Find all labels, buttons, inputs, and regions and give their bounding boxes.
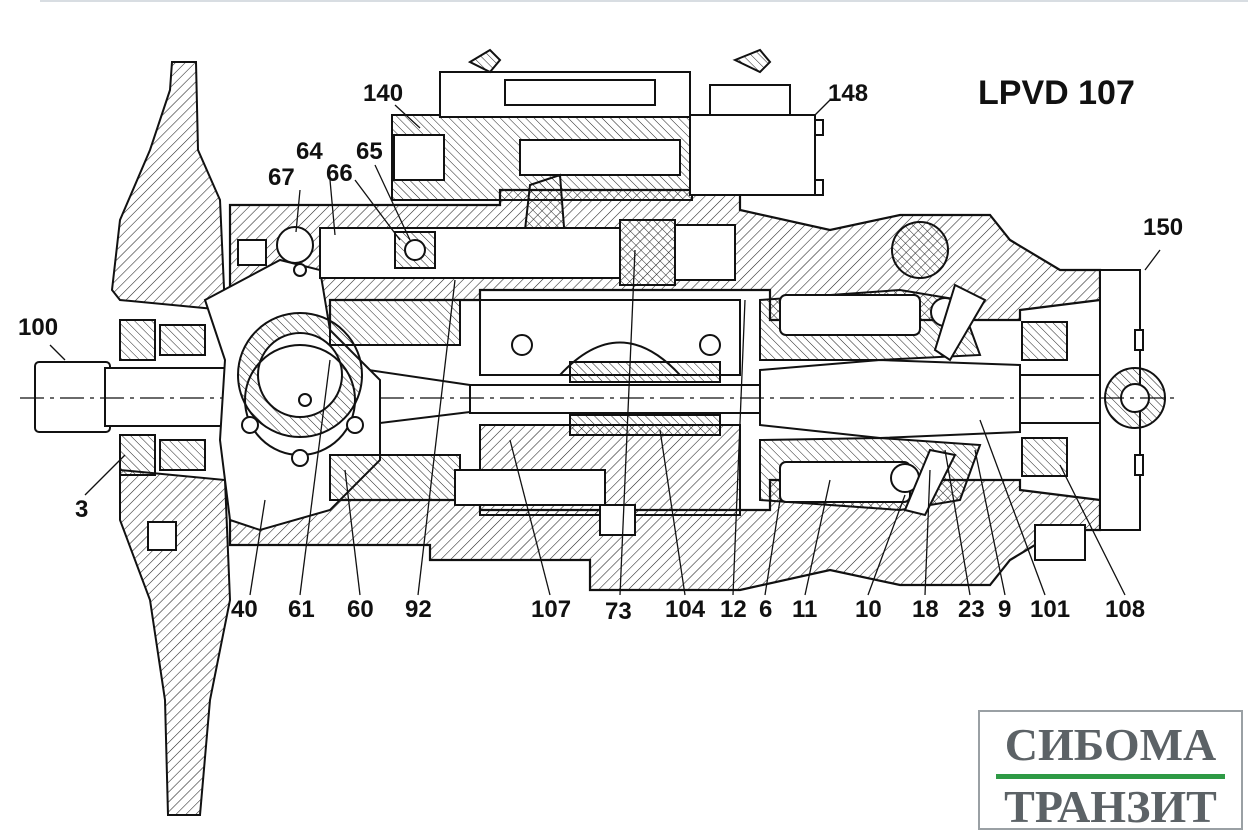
label-100: 100 [18, 314, 59, 341]
label-67: 67 [268, 164, 295, 191]
label-6: 6 [759, 596, 773, 623]
rear-bearings [1021, 321, 1068, 477]
coupling-sleeve [569, 361, 721, 436]
logo-line-1: СИБОМА [1004, 719, 1217, 770]
label-3: 3 [75, 496, 89, 523]
label-40: 40 [231, 596, 258, 623]
mounting-flange [110, 61, 232, 816]
top-border-line [40, 0, 1248, 2]
label-18: 18 [912, 596, 939, 623]
label-66: 66 [326, 160, 353, 187]
solenoid-148 [689, 84, 824, 196]
label-11: 11 [792, 596, 818, 623]
label-108: 108 [1105, 596, 1146, 623]
label-9: 9 [998, 596, 1012, 623]
leader-lines [49, 99, 1161, 596]
servo-piston [319, 219, 736, 286]
label-107: 107 [531, 596, 572, 623]
fasteners [147, 239, 1086, 561]
front-bearings [119, 319, 206, 476]
label-23: 23 [958, 596, 985, 623]
company-logo: СИБОМА ТРАНЗИТ [978, 710, 1243, 832]
label-104: 104 [665, 596, 706, 623]
diagram-title: LPVD 107 [978, 74, 1135, 112]
label-12: 12 [720, 596, 747, 623]
label-92: 92 [405, 596, 432, 623]
label-101: 101 [1030, 596, 1071, 623]
rear-cover-150 [1099, 269, 1166, 531]
logo-line-2: ТРАНЗИТ [1004, 781, 1217, 832]
label-140: 140 [363, 80, 404, 107]
label-150: 150 [1143, 214, 1184, 241]
logo-bar [996, 774, 1225, 779]
label-64: 64 [296, 138, 323, 165]
label-148: 148 [828, 80, 869, 107]
label-65: 65 [356, 138, 383, 165]
rear-rotating-group [759, 221, 987, 517]
label-73: 73 [605, 598, 632, 625]
label-10: 10 [855, 596, 882, 623]
label-60: 60 [347, 596, 374, 623]
label-61: 61 [288, 596, 315, 623]
